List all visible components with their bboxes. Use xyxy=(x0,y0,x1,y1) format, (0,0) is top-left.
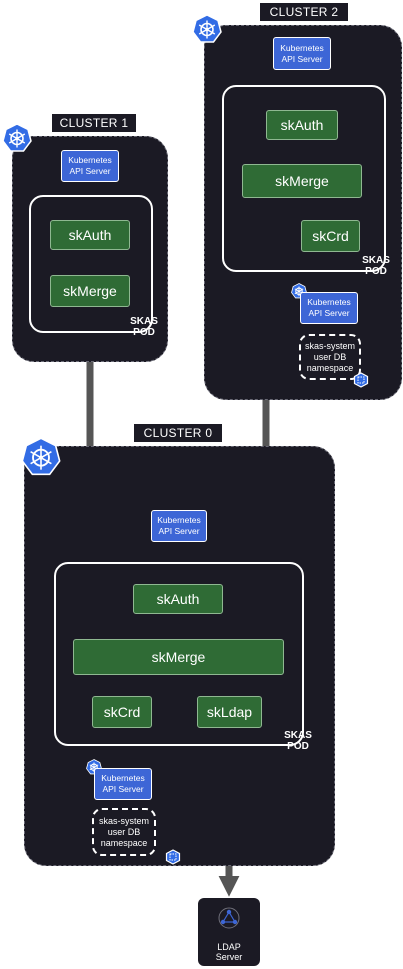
ldap-server[interactable]: LDAP Server xyxy=(198,898,260,966)
cluster-2-skmerge[interactable]: skMerge xyxy=(242,164,362,198)
cluster-0-skauth[interactable]: skAuth xyxy=(133,584,223,614)
kubernetes-icon xyxy=(21,437,61,482)
cluster-0-skldap[interactable]: skLdap xyxy=(197,696,262,728)
cluster-0-pod-label: SKAS POD xyxy=(284,730,312,752)
cluster-0-title: CLUSTER 0 xyxy=(134,424,222,442)
cluster-1-pod-label: SKAS POD xyxy=(130,316,158,338)
namespace-icon xyxy=(353,372,369,393)
kubernetes-icon xyxy=(2,123,32,158)
cluster-2-title: CLUSTER 2 xyxy=(260,3,348,21)
cluster-0-user-api-server[interactable]: Kubernetes API Server xyxy=(94,768,152,800)
cluster-2-user-api-server[interactable]: Kubernetes API Server xyxy=(300,292,358,324)
cluster-2-skauth[interactable]: skAuth xyxy=(266,110,338,140)
cluster-0-skas-pod xyxy=(54,562,304,746)
ldap-server-label: LDAP Server xyxy=(215,942,243,962)
cluster-2-api-server[interactable]: Kubernetes API Server xyxy=(273,37,331,70)
cluster-0-skcrd[interactable]: skCrd xyxy=(92,696,152,728)
cluster-2-skcrd[interactable]: skCrd xyxy=(301,220,360,252)
cluster-1-title: CLUSTER 1 xyxy=(52,114,136,132)
cluster-1-skauth[interactable]: skAuth xyxy=(50,220,130,250)
cluster-0-user-db-namespace: skas-system user DB namespace xyxy=(92,808,156,856)
cluster-2-pod-label: SKAS POD xyxy=(362,255,390,277)
cluster-1-api-server[interactable]: Kubernetes API Server xyxy=(61,150,119,182)
kubernetes-icon xyxy=(192,14,222,49)
cluster-0-skmerge[interactable]: skMerge xyxy=(73,639,284,675)
cluster-1-skas-pod xyxy=(29,195,153,333)
ldap-network-icon xyxy=(217,906,241,932)
namespace-icon xyxy=(165,849,181,870)
cluster-2-skas-pod xyxy=(222,85,386,272)
cluster-1-skmerge[interactable]: skMerge xyxy=(50,275,130,307)
cluster-2-user-db-namespace: skas-system user DB namespace xyxy=(299,334,361,380)
cluster-0-api-server[interactable]: Kubernetes API Server xyxy=(151,510,207,542)
